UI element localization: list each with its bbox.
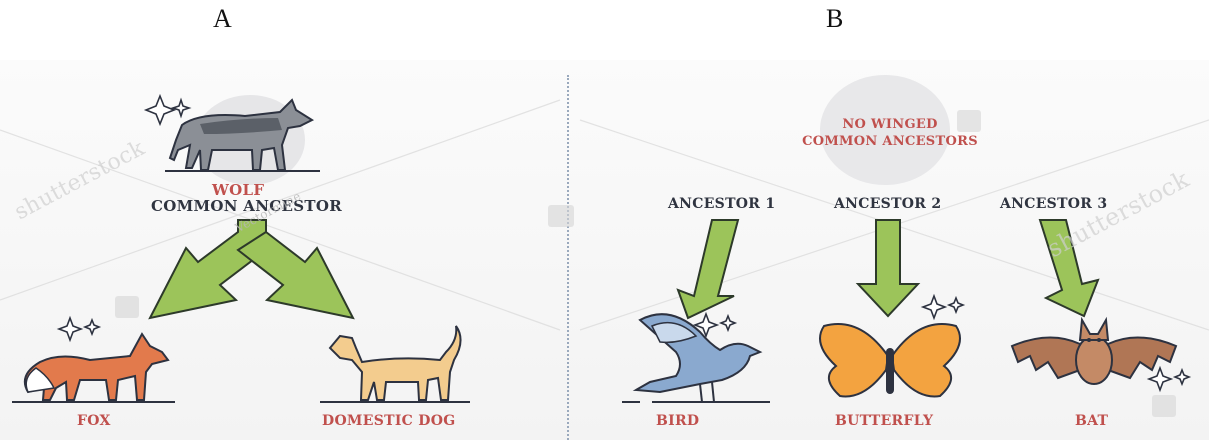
butterfly-label: BUTTERFLY <box>835 413 933 429</box>
down-arrow-icon <box>678 220 1098 318</box>
ancestor-2-label: ANCESTOR 2 <box>834 196 941 212</box>
fox-illustration <box>12 334 175 402</box>
common-ancestor-label: COMMON ANCESTOR <box>151 197 342 215</box>
butterfly-illustration <box>820 324 960 396</box>
fox-label: FOX <box>77 413 111 429</box>
ancestor-3-label: ANCESTOR 3 <box>1000 196 1107 212</box>
header-line-2: COMMON ANCESTORS <box>786 134 994 149</box>
bird-illustration <box>622 314 770 402</box>
domestic-dog-label: DOMESTIC DOG <box>322 413 456 429</box>
bat-label: BAT <box>1075 413 1108 429</box>
dog-illustration <box>320 326 470 402</box>
split-arrow-icon <box>150 220 353 318</box>
ancestor-1-label: ANCESTOR 1 <box>668 196 775 212</box>
header-line-1: NO WINGED <box>830 117 950 132</box>
bird-label: BIRD <box>656 413 699 429</box>
bat-illustration <box>1012 320 1176 384</box>
